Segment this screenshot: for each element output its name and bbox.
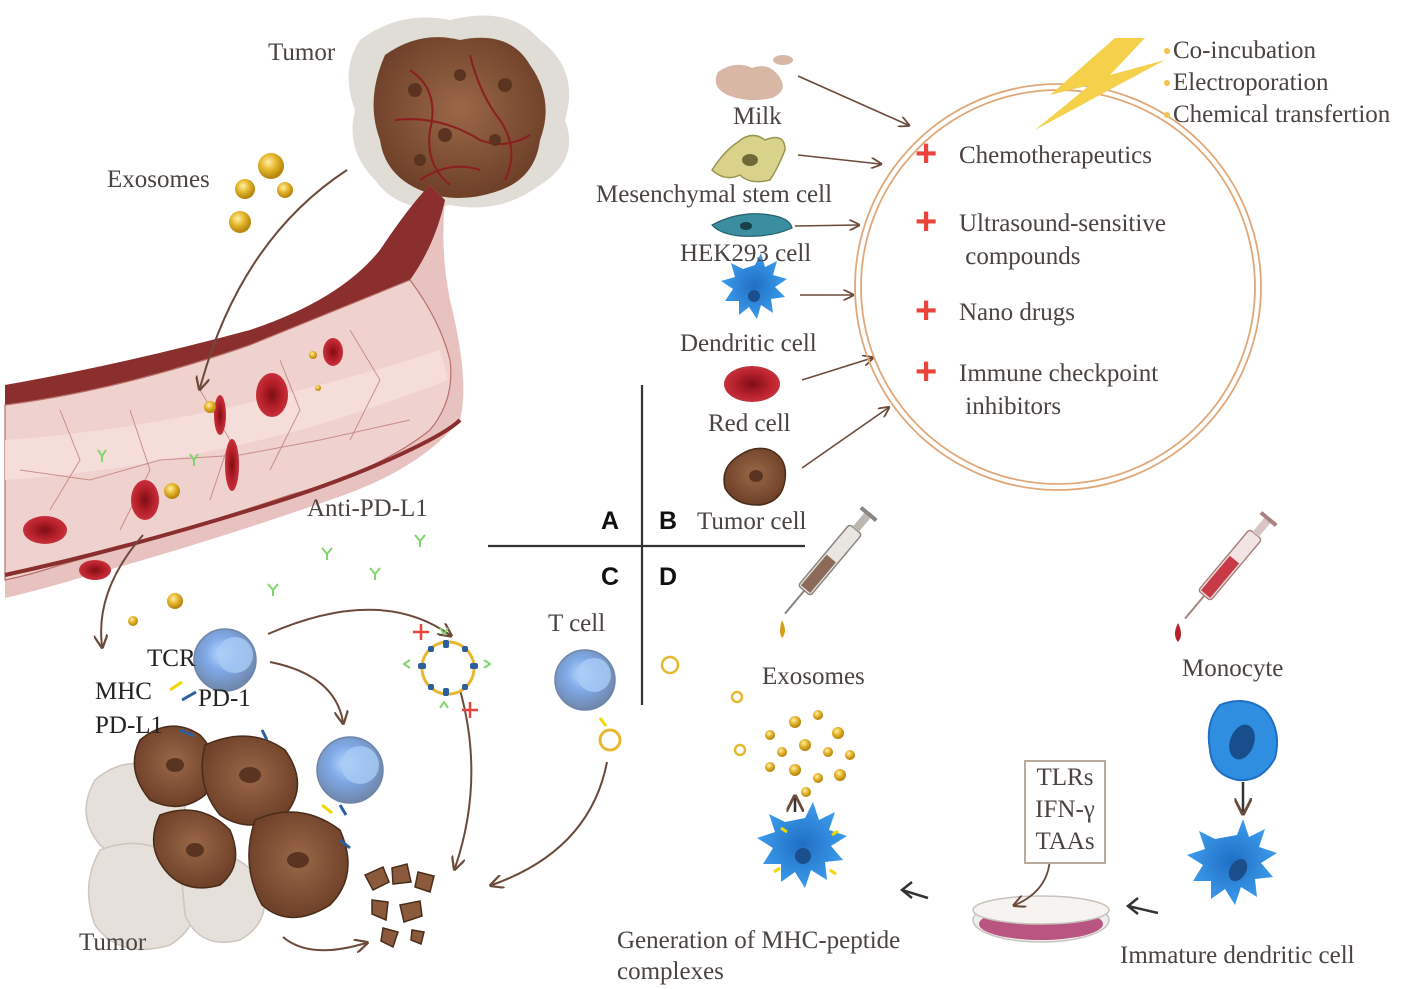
source-milk [715,55,793,101]
payload-label: Chemotherapeutics [959,142,1152,169]
circulating-exosomes [128,593,183,626]
bullet-dot [1164,112,1170,118]
pipeline-arrows [795,782,1243,915]
panel-label-b: B [659,507,678,535]
anti-pdl1-antibodies [267,534,426,596]
plus-icon: + [915,290,938,332]
bullet-dot [1164,80,1170,86]
source-red-cell [724,366,780,402]
payload-nano-drugs: + Nano drugs [915,290,1075,332]
loading-method-chemical: Chemical transfertion [1164,101,1390,129]
mhc-label: MHC [95,678,152,705]
stimulus-tlrs: TLRs [1036,764,1094,791]
payload-label: Ultrasound-sensitive compounds [959,210,1166,270]
stimulus-ifn-gamma: IFN-γ [1035,796,1095,823]
bullet-dot [1164,48,1170,54]
petri-dish [972,895,1110,943]
panel-label-d: D [659,563,678,591]
source-arrows [794,75,908,469]
immature-dc-label: Immature dendritic cell [1120,942,1355,969]
source-hek293-cell [711,213,793,237]
mhc-generation-label: Generation of MHC-peptide complexes [617,927,901,986]
monocyte-label: Monocyte [1182,655,1284,682]
primary-tumor [348,15,570,208]
tumor-mass [85,725,349,951]
receptor-interactions [169,680,351,850]
payload-checkpoint-inhibitors: + Immune checkpoint inhibitors [915,351,1159,423]
payload-label: Nano drugs [959,299,1075,326]
source-label-red-cell: Red cell [708,410,791,437]
panel-label-c: C [601,563,620,591]
exosome-cluster [229,153,293,233]
source-label-hek293: HEK293 cell [680,240,812,267]
stimulus-taas: TAAs [1035,828,1095,855]
dying-tumor-fragments [363,863,435,949]
tumor-label-top: Tumor [268,39,336,66]
pdl1-label: PD-L1 [95,712,164,739]
anti-pdl1-label: Anti-PD-L1 [307,495,428,522]
t-cell-panel-c [554,649,622,752]
immature-dendritic-cell [1187,819,1277,905]
released-exosome-cluster [765,710,855,797]
syringe-blood [1175,511,1278,642]
t-cell-label: T cell [548,610,606,637]
plus-icon: + [915,133,938,175]
quadrant-divider [488,385,805,705]
payload-chemotherapeutics: + Chemotherapeutics [915,133,1152,175]
payload-label: Immune checkpoint inhibitors [959,360,1159,420]
source-label-msc: Mesenchymal stem cell [596,181,833,208]
loading-method-label: Chemical transfertion [1173,101,1391,128]
plus-icon: + [915,351,938,393]
stimuli-box: TLRs IFN-γ TAAs [1024,760,1106,864]
source-label-tumor-cell: Tumor cell [697,508,807,535]
syringe-exosomes [780,506,878,638]
tcr-label: TCR [147,645,196,672]
exosomes-label-left: Exosomes [107,166,210,193]
free-exosomes [660,655,747,757]
loading-method-coincubation: Co-incubation [1164,37,1316,65]
tumor-label-bottom: Tumor [79,929,147,956]
exosomes-label-right: Exosomes [762,663,865,690]
plus-icon: + [915,201,938,243]
monocyte [1207,700,1278,782]
antibody-coated-exosome [402,624,492,718]
t-cell-middle [316,736,384,804]
t-cell-top [193,628,257,692]
source-dendritic-cell [721,253,787,319]
panel-label-a: A [601,507,620,535]
source-tumor-cell [723,447,787,506]
pd1-label: PD-1 [198,685,251,712]
loading-method-label: Electroporation [1173,69,1329,96]
flow-arrows [101,169,608,950]
source-label-dendritic: Dendritic cell [680,330,817,357]
loading-method-label: Co-incubation [1173,37,1317,64]
source-mesenchymal-stem-cell [711,134,786,183]
lightning-icon [1035,38,1165,130]
payload-ultrasound: + Ultrasound-sensitive compounds [915,201,1166,273]
source-label-milk: Milk [733,103,782,130]
loading-method-electroporation: Electroporation [1164,69,1329,97]
mature-dendritic-cell [757,802,847,888]
blood-vessel [4,185,464,598]
